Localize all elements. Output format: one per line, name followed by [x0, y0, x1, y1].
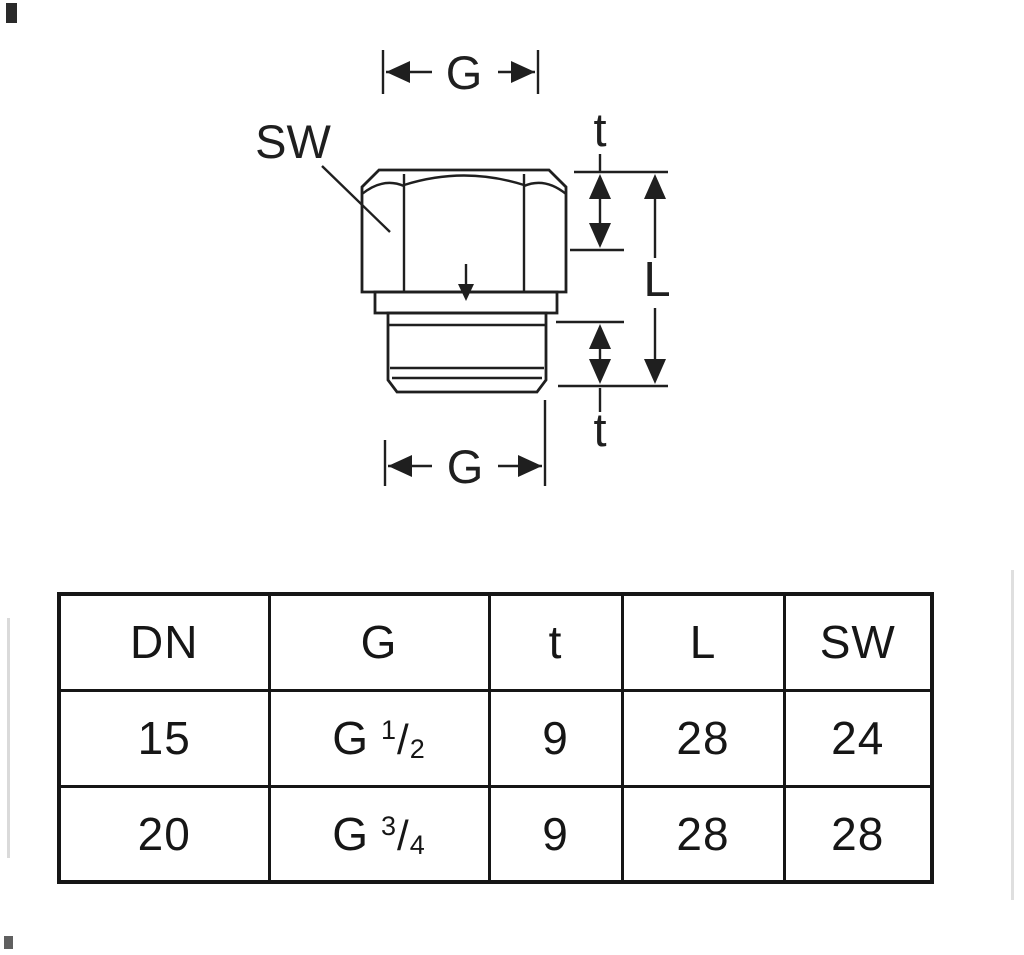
label-t-bottom: t [593, 403, 606, 456]
label-t-top: t [593, 103, 606, 156]
label-sw: SW [255, 115, 331, 168]
g-numerator: 1 [381, 715, 398, 745]
cell-t: 9 [487, 688, 624, 788]
dim-g-bottom: G [383, 400, 547, 493]
cell-dn: 15 [57, 688, 271, 788]
cell-sw: 24 [782, 688, 934, 788]
scan-artifact [7, 618, 10, 858]
sw-leader-line [321, 165, 391, 233]
hex-nut-body [360, 168, 568, 294]
g-slash: / [397, 811, 410, 859]
g-fraction: 3/4 [381, 807, 426, 861]
label-g-bottom: G [447, 440, 484, 493]
col-header-sw: SW [782, 592, 934, 692]
g-numerator: 3 [381, 810, 398, 841]
col-header-dn: DN [57, 592, 271, 692]
scan-artifact [4, 936, 13, 949]
cell-l: 28 [620, 784, 786, 884]
label-l: L [643, 253, 670, 307]
cell-l: 28 [620, 688, 786, 788]
cell-dn: 20 [57, 784, 271, 884]
g-fraction: 1/2 [381, 711, 426, 765]
scan-artifact [1011, 570, 1014, 900]
dim-l: L [643, 174, 671, 384]
col-header-g: G [267, 592, 491, 692]
g-prefix: G [332, 807, 370, 860]
g-denominator: 2 [409, 734, 426, 764]
sw-callout: SW [255, 115, 391, 233]
dim-t-top: t [589, 103, 611, 248]
g-prefix: G [332, 712, 370, 764]
label-g-top: G [446, 46, 483, 99]
g-denominator: 4 [409, 829, 426, 860]
center-depth-arrow [458, 264, 474, 301]
dim-t-bottom: t [589, 324, 611, 456]
dim-g-top: G [381, 46, 540, 99]
col-header-t: t [487, 592, 624, 692]
table-header-row: DN G t L SW [57, 592, 934, 692]
cell-t: 9 [487, 784, 624, 884]
technical-drawing: G SW [255, 46, 671, 493]
threaded-stub [386, 311, 548, 394]
scan-artifact [6, 3, 17, 23]
col-header-l: L [620, 592, 786, 692]
extension-lines [556, 170, 668, 388]
cell-sw: 28 [782, 784, 934, 884]
g-slash: / [397, 716, 410, 763]
